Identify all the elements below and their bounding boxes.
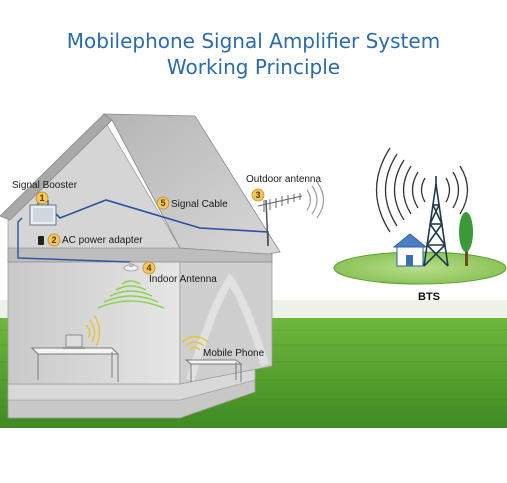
label-indoor-antenna: Indoor Antenna <box>149 274 217 285</box>
label-bts: BTS <box>418 291 440 303</box>
badge-4: 4 <box>142 261 156 275</box>
signal-booster-icon <box>29 200 57 226</box>
title-line-2: Working Principle <box>166 55 341 79</box>
title-line-1: Mobilephone Signal Amplifier System <box>66 29 441 53</box>
diagram-title: Mobilephone Signal Amplifier System Work… <box>0 28 507 80</box>
small-house-icon <box>392 233 428 267</box>
tree-icon <box>459 212 473 266</box>
label-outdoor-antenna: Outdoor antenna <box>246 174 321 185</box>
badge-3: 3 <box>251 188 265 202</box>
label-mobile-phone: Mobile Phone <box>203 348 265 359</box>
svg-text:3: 3 <box>255 190 260 200</box>
label-signal-cable: Signal Cable <box>171 199 228 210</box>
svg-text:5: 5 <box>160 198 165 208</box>
house-roof-right <box>102 113 281 255</box>
svg-text:4: 4 <box>146 263 151 273</box>
laptop-signal-waves <box>85 314 101 347</box>
badge-5: 5 <box>156 196 170 210</box>
label-ac-power-adapter: AC power adapter <box>62 235 143 246</box>
badge-2: 2 <box>47 233 61 247</box>
cell-tower-icon <box>423 176 449 267</box>
desk-icon <box>30 347 120 382</box>
power-adapter-icon <box>38 236 44 245</box>
bts-signal-waves <box>375 147 469 233</box>
house-front-wall <box>7 259 181 385</box>
svg-text:1: 1 <box>39 193 44 203</box>
badge-1: 1 <box>35 191 49 205</box>
yagi-antenna-icon <box>257 193 303 212</box>
laptop-icon <box>63 334 85 349</box>
outdoor-signal-waves <box>306 181 325 219</box>
phone-signal-waves <box>181 335 209 351</box>
svg-text:2: 2 <box>51 235 56 245</box>
label-signal-booster: Signal Booster <box>12 180 78 191</box>
ceiling-antenna-icon <box>123 262 139 272</box>
indoor-signal-waves <box>97 280 165 309</box>
antenna-mast <box>265 199 269 247</box>
side-table-icon <box>184 359 243 382</box>
